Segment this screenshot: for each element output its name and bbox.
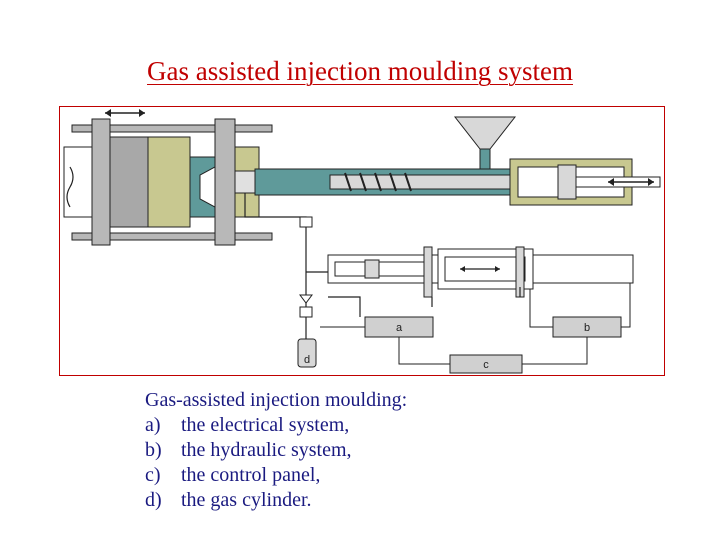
diagram-caption: Gas-assisted injection moulding: a) the … (145, 388, 665, 513)
caption-item: c) the control panel, (145, 464, 321, 486)
tie-bar-bottom (71, 232, 273, 241)
hopper (453, 116, 517, 150)
label-a: a (396, 322, 403, 334)
nozzle (234, 170, 256, 194)
gas-intensifier-3 (532, 254, 634, 284)
mould-cavity (189, 156, 216, 218)
label-c: c (483, 359, 489, 371)
clamp-cylinder (63, 146, 93, 218)
gas-cylinder (297, 338, 317, 368)
fixed-platen (214, 118, 236, 246)
gas-line (244, 193, 307, 347)
label-d: d (304, 354, 310, 366)
gas-valve-upper (299, 216, 313, 228)
tie-bar-top (71, 124, 273, 133)
caption-item: d) the gas cylinder. (145, 489, 312, 511)
caption-item: b) the hydraulic system, (145, 439, 352, 461)
check-valve (299, 294, 313, 304)
moving-platen (91, 118, 111, 246)
movable-mould-half (109, 136, 149, 228)
caption-item: a) the electrical system, (145, 414, 350, 436)
screw (329, 172, 511, 192)
injection-moulding-diagram: d a b c (59, 106, 665, 376)
gas-valve-lower (299, 306, 313, 318)
slide-title: Gas assisted injection moulding system (147, 56, 573, 86)
label-b: b (584, 322, 590, 334)
caption-heading: Gas-assisted injection moulding: (145, 389, 408, 411)
diagram-drawing: d a b c (63, 109, 661, 374)
